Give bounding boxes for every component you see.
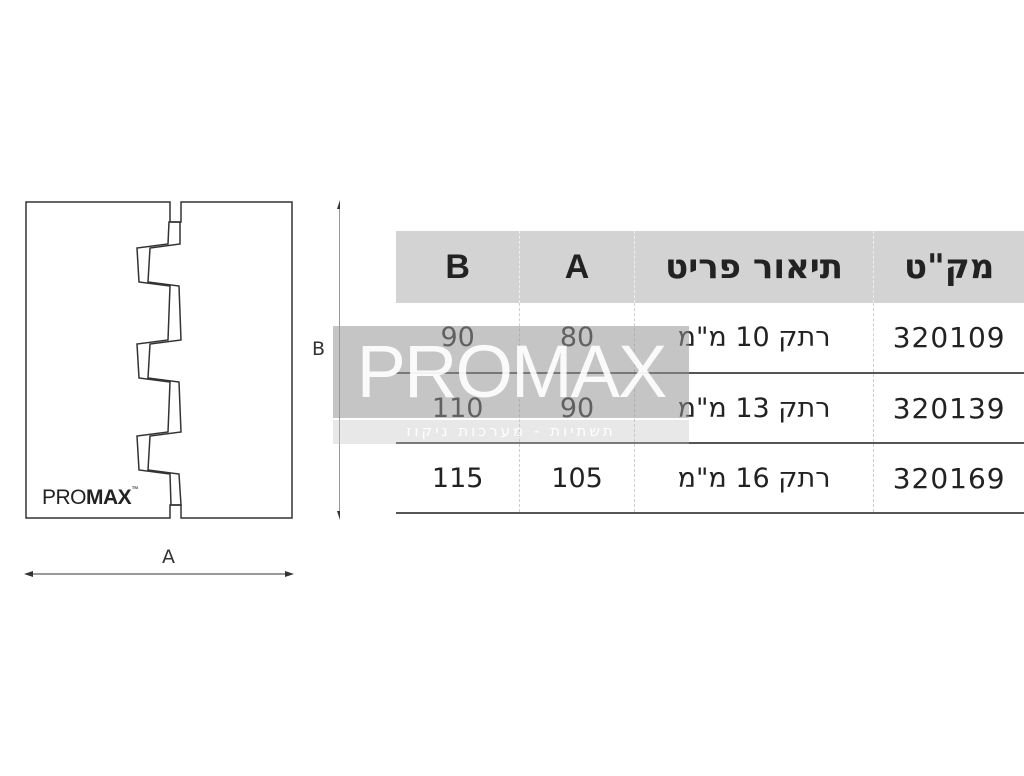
cell-b: 115: [431, 462, 484, 494]
cell-a: 105: [519, 443, 635, 513]
part-right-half: [136, 201, 293, 519]
logo-tm-mark: ™: [131, 486, 138, 493]
table-row: 320109 רתק 10 מ"מ 80 90: [396, 303, 1024, 373]
header-description: תיאור פריט: [633, 231, 874, 303]
part-left-half: [25, 201, 182, 519]
dimension-a-arrow-left: [24, 571, 33, 577]
header-b: B: [445, 247, 470, 286]
table-header-row: מק"ט תיאור פריט A B: [396, 231, 1024, 303]
cell-a: 90: [519, 373, 635, 443]
header-a: A: [519, 231, 635, 303]
cell-b: 90: [440, 322, 475, 353]
table-row: 320169 רתק 16 מ"מ 105 115: [396, 443, 1024, 513]
logo-pro-text: PRO: [42, 486, 87, 509]
cell-b: 110: [431, 392, 484, 424]
logo-max-text: MAX: [86, 486, 132, 509]
cell-sku: 320109: [873, 303, 1024, 373]
cell-description: רתק 16 מ"מ: [633, 443, 874, 513]
dimension-b-arrow-bottom: [337, 511, 340, 520]
dimension-b-label: B: [312, 338, 326, 360]
cell-sku: 320139: [873, 373, 1024, 443]
cell-description: רתק 13 מ"מ: [633, 373, 874, 443]
cell-sku: 320169: [873, 443, 1024, 513]
dimension-a-label: A: [162, 546, 175, 568]
dimension-b-arrow-top: [337, 200, 340, 209]
cell-description: רתק 10 מ"מ: [633, 303, 874, 373]
cell-a: 80: [519, 303, 635, 373]
table-row: 320139 רתק 13 מ"מ 90 110: [396, 373, 1024, 443]
part-diagram: [24, 200, 340, 577]
part-logo: PROMAX™: [42, 486, 138, 510]
header-sku: מק"ט: [873, 231, 1024, 303]
spec-table: מק"ט תיאור פריט A B 320109 רתק 10 מ"מ 80…: [396, 231, 1024, 514]
dimension-a-arrow-right: [285, 571, 294, 577]
